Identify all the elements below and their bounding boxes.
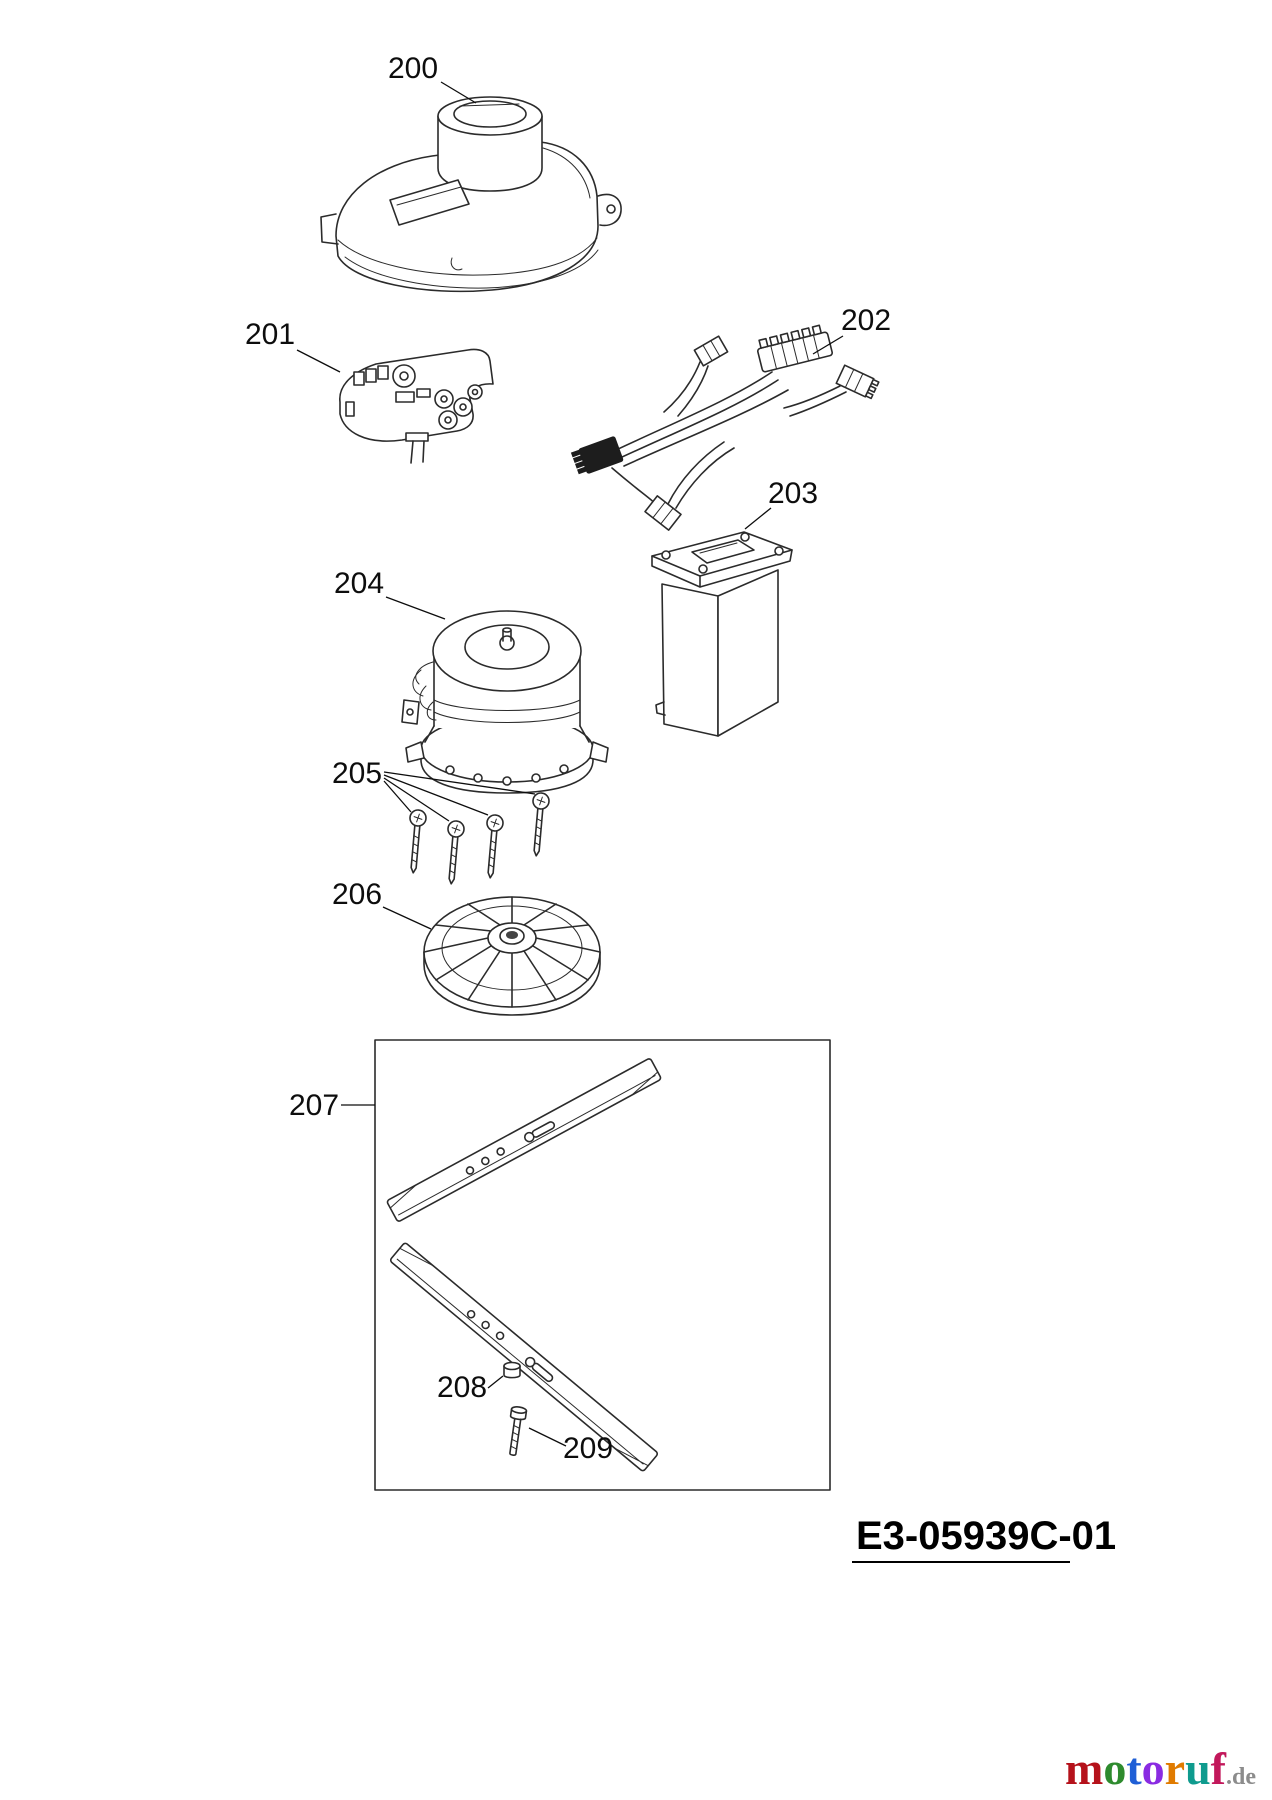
screw [481,813,505,880]
part-204-motor-drawing [401,610,609,794]
logo-letter: m [1065,1743,1103,1794]
part-202-wiring-harness-drawing [570,324,880,531]
logo-letter: o [1103,1743,1126,1794]
logo-letter: t [1126,1743,1142,1794]
logo-letter: r [1165,1743,1185,1794]
part-label-200: 200 [388,52,438,85]
leader-line-201 [296,349,341,373]
screw [527,791,551,858]
blade-box-frame [374,1039,831,1491]
part-206-fan-drawing [423,896,601,1016]
part-label-208: 208 [437,1371,487,1404]
screw [442,819,466,886]
part-label-203: 203 [768,477,818,510]
leader-lines-205 [383,771,536,822]
diagram-code: E3-05939C-01 [856,1514,1116,1558]
leader-line-202 [812,335,844,355]
logo-letter: o [1142,1743,1165,1794]
part-label-201: 201 [245,318,295,351]
part-209-bolt-drawing [509,1406,528,1456]
leader-line-209 [528,1427,567,1447]
blade-lower-drawing [389,1242,659,1472]
part-label-205: 205 [332,757,382,790]
part-208-nut-drawing [503,1361,521,1379]
part-label-204: 204 [334,567,384,600]
leader-line-204 [385,596,446,620]
watermark-logo: motoruf.de [1065,1743,1256,1794]
logo-tld: .de [1226,1764,1256,1790]
logo-letter: f [1211,1743,1227,1794]
part-label-202: 202 [841,304,891,337]
leader-line-208 [487,1375,504,1389]
screw [404,808,428,875]
blade-upper-drawing [386,1058,662,1222]
leader-line-200 [440,81,477,104]
part-200-housing-drawing [320,96,622,293]
part-203-battery-drawing [651,531,793,737]
part-label-209: 209 [563,1432,613,1465]
logo-letter: u [1185,1743,1211,1794]
leader-line-203 [744,507,772,530]
part-label-207: 207 [289,1089,339,1122]
leader-line-206 [382,906,432,930]
part-label-206: 206 [332,878,382,911]
part-201-circuit-board-drawing [339,348,494,464]
